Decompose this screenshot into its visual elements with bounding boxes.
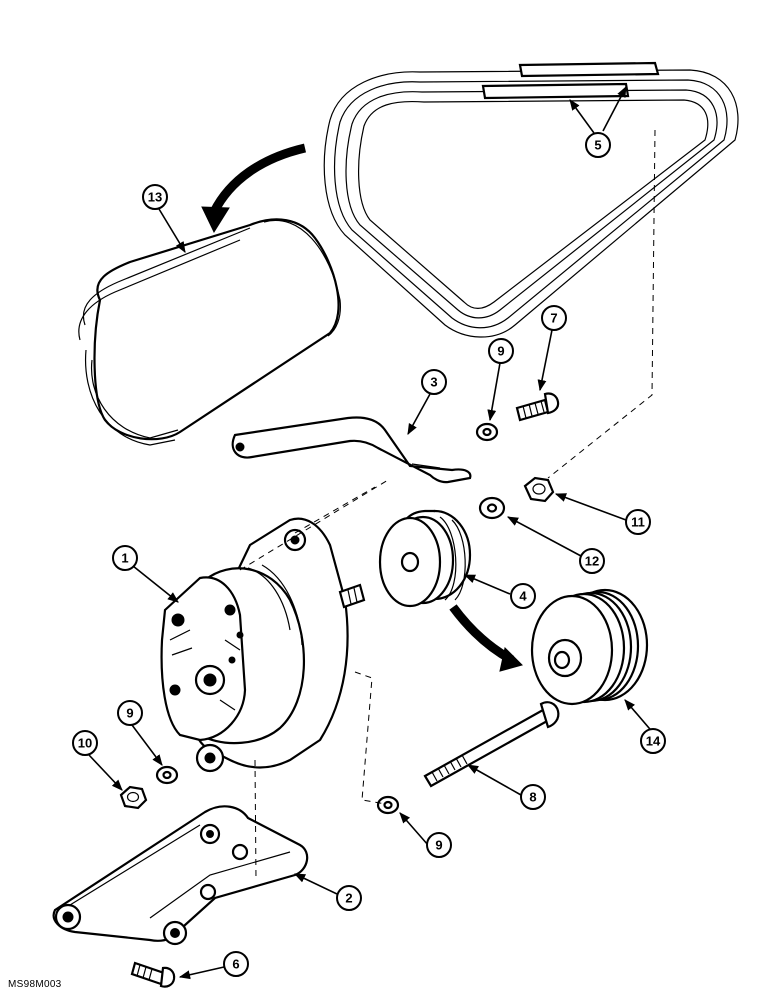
- adjusting-strap: [231, 416, 472, 484]
- poly-v-belt: [78, 143, 341, 446]
- svg-text:12: 12: [585, 554, 599, 569]
- svg-text:6: 6: [232, 957, 239, 972]
- mounting-bracket: [52, 805, 309, 946]
- nut-11: [523, 476, 555, 503]
- svg-text:8: 8: [529, 790, 536, 805]
- svg-text:9: 9: [497, 344, 504, 359]
- callout-9-lower: 9: [426, 832, 452, 858]
- svg-text:5: 5: [594, 138, 601, 153]
- long-bolt-8: [423, 701, 560, 788]
- callout-7: 7: [541, 305, 567, 331]
- callout-10: 10: [72, 730, 98, 756]
- bolt-6: [130, 961, 176, 988]
- callout-2: 2: [336, 885, 362, 911]
- callout-14: 14: [640, 728, 666, 754]
- callout-11: 11: [625, 509, 651, 535]
- svg-text:1: 1: [121, 551, 128, 566]
- svg-text:2: 2: [345, 891, 352, 906]
- svg-text:9: 9: [435, 838, 442, 853]
- svg-text:7: 7: [550, 311, 557, 326]
- washer-12: [478, 496, 506, 520]
- svg-text:14: 14: [646, 734, 661, 749]
- svg-text:11: 11: [631, 515, 645, 530]
- callout-13: 13: [142, 184, 168, 210]
- washer-9-lower: [376, 795, 400, 815]
- svg-text:10: 10: [78, 736, 92, 751]
- callout-9-middle: 9: [117, 700, 143, 726]
- double-pulley: [378, 509, 472, 608]
- v-belt-set: [323, 61, 739, 338]
- poly-v-pulley: [530, 588, 649, 706]
- svg-text:3: 3: [430, 375, 437, 390]
- svg-text:4: 4: [519, 589, 527, 604]
- callout-9-upper: 9: [488, 338, 514, 364]
- svg-text:13: 13: [148, 190, 162, 205]
- washer-9-upper: [475, 422, 499, 442]
- callout-3: 3: [421, 369, 447, 395]
- nut-10: [119, 785, 148, 810]
- alternator: [160, 517, 366, 773]
- assembly-lines: [239, 129, 656, 881]
- callout-12: 12: [579, 548, 605, 574]
- washer-9-middle: [155, 765, 179, 785]
- assembly-arrow: [449, 604, 523, 672]
- callout-8: 8: [520, 784, 546, 810]
- figure-code: MS98M003: [8, 979, 62, 990]
- svg-text:9: 9: [126, 706, 133, 721]
- bolt-7: [515, 392, 560, 422]
- callout-6: 6: [223, 951, 249, 977]
- callout-1: 1: [112, 545, 138, 571]
- callout-4: 4: [510, 583, 536, 609]
- callout-5: 5: [585, 132, 611, 158]
- leader-lines: [88, 86, 656, 980]
